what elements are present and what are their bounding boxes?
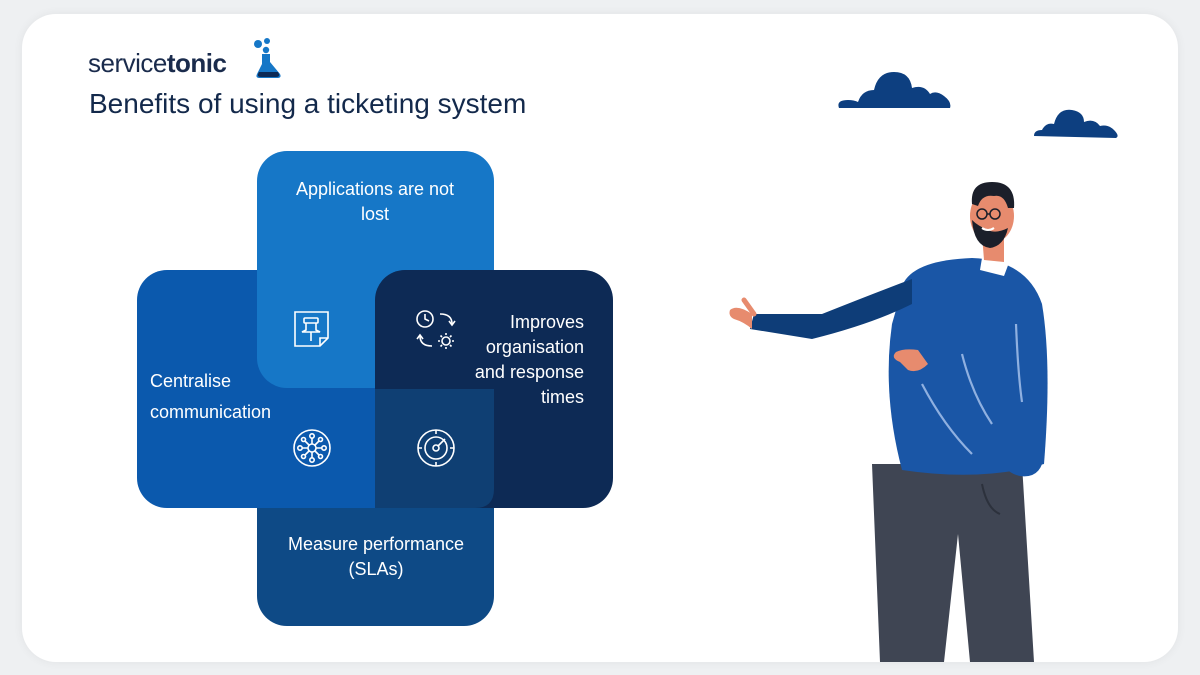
logo-text-bold: tonic: [166, 48, 227, 78]
clock-cycle-gear-icon: [416, 310, 456, 349]
benefit-label-applications: Applications are not lost: [295, 179, 455, 224]
logo-text-light: service: [88, 48, 167, 78]
page-title: Benefits of using a ticketing system: [89, 88, 527, 119]
benefit-label-organisation: Improves organisation and response times: [474, 312, 584, 407]
benefit-label-performance: Measure performance (SLAs): [287, 534, 465, 579]
cloud-icon: [1034, 109, 1118, 138]
speedometer-icon: [417, 429, 455, 467]
network-hub-icon: [293, 429, 331, 467]
flask-icon: [254, 38, 281, 78]
benefit-label-communication: Centralise communication: [150, 371, 272, 422]
pushpin-note-icon: [294, 311, 329, 347]
infographic-card: servicetonic Benefits of using a ticketi…: [22, 14, 1178, 662]
man-presenting-illustration: [729, 182, 1048, 662]
cloud-icon: [838, 72, 951, 108]
servicetonic-logo: servicetonic: [88, 36, 288, 86]
